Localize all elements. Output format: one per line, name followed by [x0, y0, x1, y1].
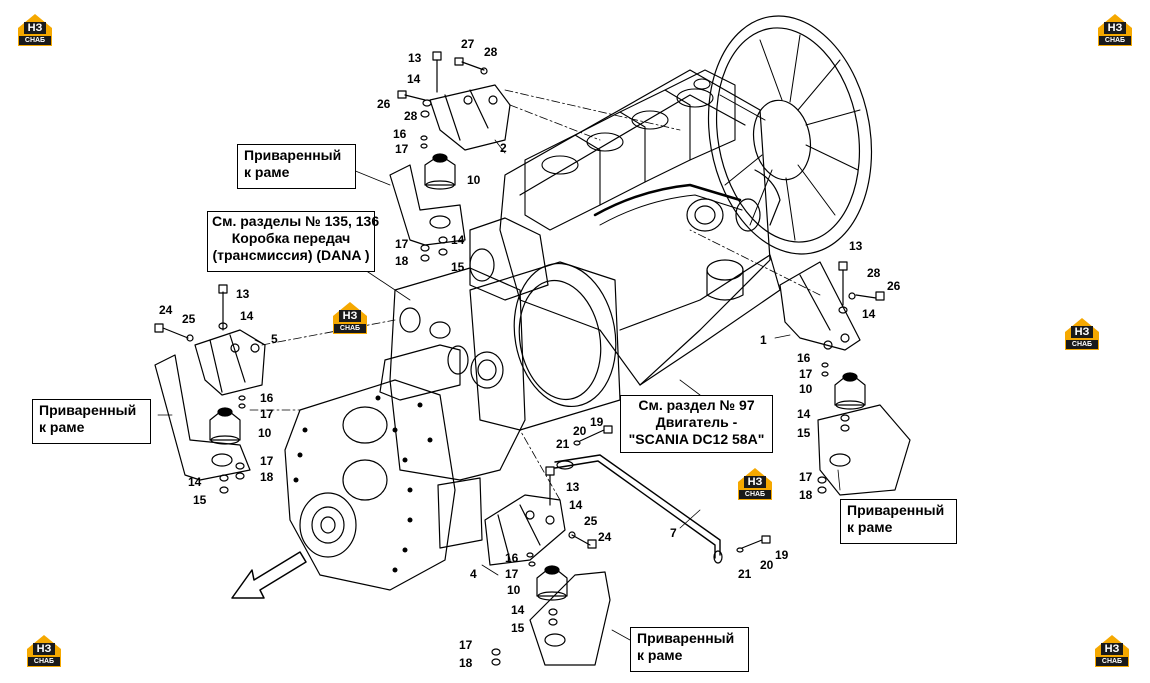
part-number: 21 [738, 567, 752, 581]
mount-1-right [779, 261, 911, 496]
part-number: 14 [451, 233, 465, 247]
part-number: 10 [507, 583, 521, 597]
part-number: 1 [760, 333, 767, 347]
part-number: 13 [408, 51, 422, 65]
part-number: 16 [260, 391, 274, 405]
engine-illustration [499, 15, 873, 386]
part-number: 14 [240, 309, 254, 323]
part-number: 14 [797, 407, 811, 421]
see-sections-line-3: (трансмиссия) (DANA ) [212, 247, 370, 263]
part-number: 15 [511, 621, 525, 635]
see-engine-line-3: "SCANIA DC12 58A" [628, 431, 765, 447]
part-number: 19 [590, 415, 604, 429]
part-number: 18 [260, 470, 274, 484]
part-number: 19 [775, 548, 789, 562]
part-number: 14 [407, 72, 421, 86]
part-number: 28 [867, 266, 881, 280]
part-number: 13 [566, 480, 580, 494]
part-number: 2 [500, 141, 507, 155]
part-number: 27 [461, 37, 475, 51]
mount-5-left [154, 284, 266, 494]
part-number: 25 [584, 514, 598, 528]
part-number: 17 [260, 407, 274, 421]
front-direction-arrow [231, 551, 307, 599]
part-number: 16 [797, 351, 811, 365]
part-number: 16 [393, 127, 407, 141]
part-number: 18 [395, 254, 409, 268]
part-number: 16 [505, 551, 519, 565]
part-number: 17 [799, 367, 813, 381]
part-number: 14 [569, 498, 583, 512]
see-sections-line-2: Коробка передач [231, 230, 351, 246]
part-number: 18 [799, 488, 813, 502]
see-sections-line-1: См. разделы № 135, 136 [212, 213, 380, 229]
part-number: 17 [395, 237, 409, 251]
see-engine-line-2: Двигатель - [655, 414, 738, 430]
welded-to-frame-callout-left: Приваренный к раме [32, 399, 151, 444]
part-number: 15 [797, 426, 811, 440]
part-number: 14 [511, 603, 525, 617]
part-number: 17 [395, 142, 409, 156]
see-engine-line-1: См. раздел № 97 [638, 397, 755, 413]
part-number: 18 [459, 656, 473, 670]
part-number: 28 [404, 109, 418, 123]
part-number: 17 [260, 454, 274, 468]
part-number: 17 [799, 470, 813, 484]
tie-rod-7 [554, 425, 771, 564]
mount-4-bottom [484, 466, 611, 666]
welded-to-frame-callout-top: Приваренный к раме [237, 144, 356, 189]
part-number: 17 [459, 638, 473, 652]
part-number: 13 [236, 287, 250, 301]
see-sections-gearbox-callout: См. разделы № 135, 136 Коробка передач (… [207, 211, 380, 272]
part-number: 14 [862, 307, 876, 321]
part-number: 7 [670, 526, 677, 540]
part-number: 26 [377, 97, 391, 111]
part-number: 10 [258, 426, 272, 440]
welded-to-frame-callout-bottom: Приваренный к раме [630, 627, 749, 672]
part-number: 4 [470, 567, 477, 581]
part-number: 17 [505, 567, 519, 581]
mount-2-top [389, 51, 511, 262]
see-engine-section-callout: См. раздел № 97 Двигатель - "SCANIA DC12… [620, 395, 773, 453]
part-number: 13 [849, 239, 863, 253]
part-number: 24 [598, 530, 612, 544]
part-number: 15 [193, 493, 207, 507]
part-number: 10 [799, 382, 813, 396]
transmission-illustration [284, 217, 621, 591]
part-number: 20 [760, 558, 774, 572]
part-number: 24 [159, 303, 173, 317]
welded-to-frame-callout-right: Приваренный к раме [840, 499, 957, 544]
part-number: 15 [451, 260, 465, 274]
part-number: 28 [484, 45, 498, 59]
part-number: 26 [887, 279, 901, 293]
part-number: 5 [271, 332, 278, 346]
leader-lines [249, 89, 821, 501]
part-number: 14 [188, 475, 202, 489]
part-number: 10 [467, 173, 481, 187]
part-number: 21 [556, 437, 570, 451]
part-number: 20 [573, 424, 587, 438]
part-number: 25 [182, 312, 196, 326]
